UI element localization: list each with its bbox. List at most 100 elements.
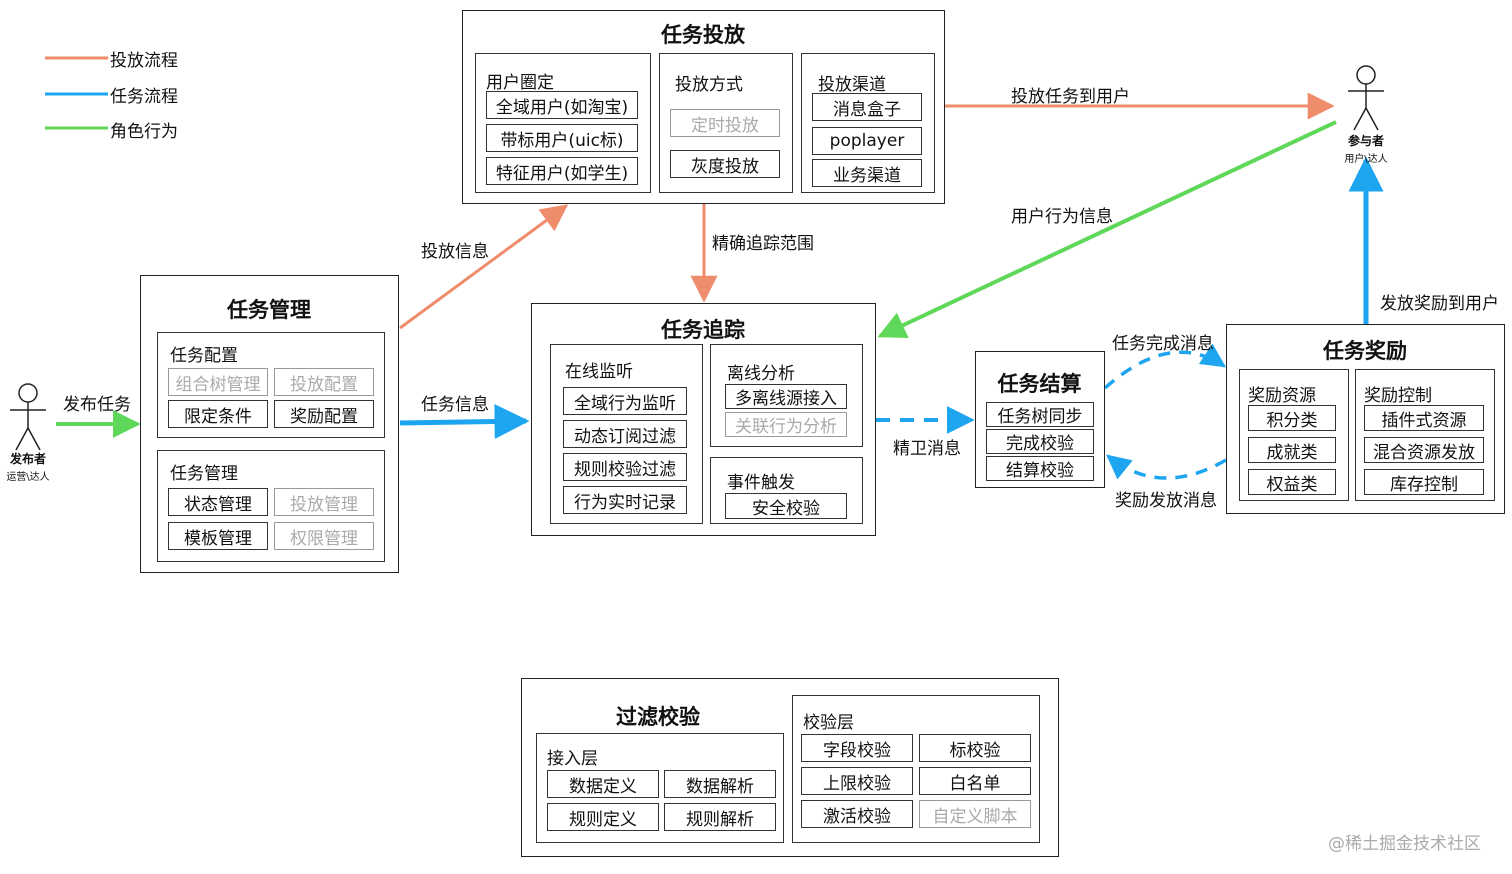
event-trigger-title: 事件触发: [727, 473, 795, 493]
access-item: 数据解析: [664, 770, 776, 798]
task-management-module: 任务管理 任务配置 组合树管理 投放配置 限定条件 奖励配置 任务管理 状态管理…: [140, 275, 399, 573]
legend-label-role: 角色行为: [110, 122, 178, 142]
resource-item: 积分类: [1248, 405, 1336, 431]
resource-item: 权益类: [1248, 469, 1336, 495]
participant-name: 参与者: [1347, 134, 1384, 148]
online-item: 规则校验过滤: [563, 453, 687, 481]
watermark: @稀土掘金技术社区: [1328, 834, 1481, 854]
task-tracking-title: 任务追踪: [661, 318, 745, 342]
delivery-method-group: 投放方式 定时投放 灰度投放: [659, 53, 793, 193]
task-manage-title: 任务管理: [170, 464, 238, 484]
task-reward-module: 任务奖励 奖励资源 积分类 成就类 权益类 奖励控制 插件式资源 混合资源发放 …: [1226, 324, 1505, 514]
task-reward-title: 任务奖励: [1323, 339, 1407, 363]
publisher-actor-icon: [10, 383, 46, 451]
arrow-deliver-info: [399, 204, 569, 330]
access-item: 规则定义: [547, 803, 659, 831]
check-item: 激活校验: [801, 800, 913, 828]
task-config-title: 任务配置: [170, 346, 238, 366]
offline-analysis-group: 离线分析 多离线源接入 关联行为分析: [710, 344, 863, 447]
channel-item: poplayer: [812, 127, 922, 155]
delivery-channel-group: 投放渠道 消息盒子 poplayer 业务渠道: [801, 53, 935, 193]
reward-resource-group: 奖励资源 积分类 成就类 权益类: [1239, 369, 1349, 501]
settlement-item: 完成校验: [986, 429, 1094, 454]
filter-check-module: 过滤校验 接入层 数据定义 数据解析 规则定义 规则解析 校验层 字段校验 标校…: [521, 678, 1059, 857]
method-item: 定时投放: [670, 109, 780, 137]
label-jingwei-msg: 精卫消息: [893, 439, 961, 459]
task-management-title: 任务管理: [227, 298, 311, 322]
event-trigger-group: 事件触发 安全校验: [710, 457, 863, 524]
label-reward-issue-msg: 奖励发放消息: [1115, 491, 1217, 511]
config-item: 投放配置: [274, 368, 374, 396]
check-item: 自定义脚本: [919, 800, 1031, 828]
audience-item: 特征用户(如学生): [486, 157, 638, 185]
resource-item: 成就类: [1248, 437, 1336, 463]
task-settlement-module: 任务结算 任务树同步 完成校验 结算校验: [975, 351, 1105, 488]
label-issue-reward: 发放奖励到用户: [1380, 294, 1499, 314]
delivery-audience-title: 用户圈定: [486, 73, 554, 93]
task-delivery-title: 任务投放: [661, 23, 745, 47]
offline-analysis-title: 离线分析: [727, 364, 795, 384]
access-layer-group: 接入层 数据定义 数据解析 规则定义 规则解析: [536, 733, 784, 843]
event-item: 安全校验: [725, 493, 847, 519]
arrow-task-info: [399, 404, 530, 439]
channel-item: 业务渠道: [812, 159, 922, 187]
offline-item: 关联行为分析: [725, 412, 847, 437]
access-item: 规则解析: [664, 803, 776, 831]
online-item: 动态订阅过滤: [563, 420, 687, 448]
manage-item: 投放管理: [274, 488, 374, 516]
method-item: 灰度投放: [670, 150, 780, 178]
participant-actor-icon: [1348, 65, 1384, 131]
manage-item: 权限管理: [274, 522, 374, 550]
check-item: 白名单: [919, 767, 1031, 795]
publisher-sub: 运营\达人: [6, 472, 50, 483]
settlement-item: 任务树同步: [986, 402, 1094, 427]
online-item: 全域行为监听: [563, 387, 687, 415]
channel-item: 消息盒子: [812, 93, 922, 121]
filter-check-title: 过滤校验: [616, 705, 700, 729]
audience-item: 全域用户(如淘宝): [486, 91, 638, 119]
label-publish-task: 发布任务: [63, 395, 131, 415]
legend-label-task: 任务流程: [110, 87, 178, 107]
task-manage-group: 任务管理 状态管理 投放管理 模板管理 权限管理: [157, 450, 385, 562]
offline-item: 多离线源接入: [725, 384, 847, 409]
delivery-channel-title: 投放渠道: [818, 75, 886, 95]
config-item: 奖励配置: [274, 400, 374, 428]
settlement-item: 结算校验: [986, 456, 1094, 481]
control-item: 库存控制: [1364, 469, 1484, 495]
check-item: 字段校验: [801, 734, 913, 762]
access-layer-title: 接入层: [547, 749, 598, 769]
reward-control-title: 奖励控制: [1364, 386, 1432, 406]
label-precise-range: 精确追踪范围: [712, 234, 814, 254]
audience-item: 带标用户(uic标): [486, 124, 638, 152]
reward-resource-title: 奖励资源: [1248, 386, 1316, 406]
label-deliver-info: 投放信息: [421, 242, 489, 262]
check-item: 标校验: [919, 734, 1031, 762]
config-item: 组合树管理: [168, 368, 268, 396]
access-item: 数据定义: [547, 770, 659, 798]
delivery-method-title: 投放方式: [675, 75, 743, 95]
check-layer-group: 校验层 字段校验 标校验 上限校验 白名单 激活校验 自定义脚本: [792, 695, 1040, 843]
legend-label-delivery: 投放流程: [110, 51, 178, 71]
publisher-name: 发布者: [9, 452, 46, 466]
delivery-audience-group: 用户圈定 全域用户(如淘宝) 带标用户(uic标) 特征用户(如学生): [475, 53, 651, 193]
task-config-group: 任务配置 组合树管理 投放配置 限定条件 奖励配置: [157, 332, 385, 438]
online-monitor-group: 在线监听 全域行为监听 动态订阅过滤 规则校验过滤 行为实时记录: [550, 344, 703, 524]
label-user-behavior: 用户行为信息: [1011, 207, 1113, 227]
check-layer-title: 校验层: [803, 713, 854, 733]
config-item: 限定条件: [168, 400, 268, 428]
control-item: 混合资源发放: [1364, 437, 1484, 463]
arrow-user-behavior: [877, 120, 1337, 338]
manage-item: 模板管理: [168, 522, 268, 550]
arrow-task-complete: [1103, 343, 1227, 390]
task-tracking-module: 任务追踪 在线监听 全域行为监听 动态订阅过滤 规则校验过滤 行为实时记录 离线…: [531, 303, 876, 536]
label-task-info: 任务信息: [421, 395, 489, 415]
online-item: 行为实时记录: [563, 486, 687, 514]
online-monitor-title: 在线监听: [565, 362, 633, 382]
participant-sub: 用户\达人: [1344, 154, 1388, 165]
reward-control-group: 奖励控制 插件式资源 混合资源发放 库存控制: [1355, 369, 1495, 501]
control-item: 插件式资源: [1364, 405, 1484, 431]
task-delivery-module: 任务投放 用户圈定 全域用户(如淘宝) 带标用户(uic标) 特征用户(如学生)…: [462, 10, 945, 204]
arrow-reward-issue: [1106, 454, 1227, 480]
label-deliver-to-user: 投放任务到用户: [1011, 87, 1130, 107]
